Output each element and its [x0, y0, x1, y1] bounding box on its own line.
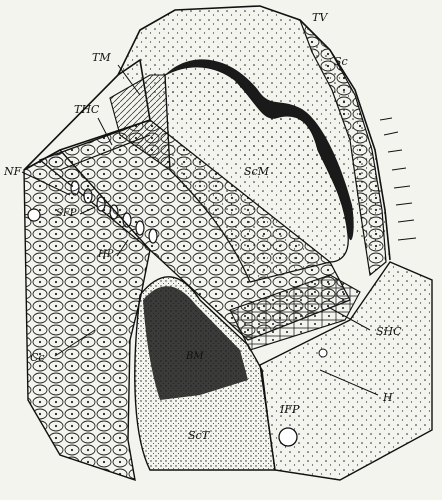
- label-sc: Sc: [334, 55, 348, 68]
- label-nf: NF: [4, 165, 22, 178]
- label-thc: THC: [74, 103, 100, 116]
- nerve-bundle-marker: [27, 208, 41, 222]
- label-bm: BM: [186, 351, 204, 362]
- label-ifp: IFP: [280, 403, 300, 416]
- label-cc: Cc: [30, 351, 45, 364]
- stria-wall: [299, 19, 387, 277]
- label-sfp: SFP: [56, 208, 77, 219]
- edge-stipple: [379, 117, 417, 241]
- label-h: H: [383, 391, 393, 404]
- label-hp: HP: [98, 249, 114, 260]
- label-scm: ScM: [244, 165, 269, 178]
- small-vessel-marker: [318, 348, 328, 358]
- label-sct: ScT: [188, 429, 210, 442]
- scala-tympani-dark: [143, 286, 248, 400]
- basilar-plate: [259, 261, 433, 481]
- label-shc: SHC: [376, 325, 402, 338]
- scala-media-shadow: [165, 59, 354, 241]
- spiral-ganglion-block: [23, 149, 151, 482]
- label-tv: TV: [312, 11, 328, 24]
- leader-lines: [21, 64, 379, 396]
- vessel-marker: [278, 427, 298, 447]
- label-tm: TM: [92, 51, 111, 64]
